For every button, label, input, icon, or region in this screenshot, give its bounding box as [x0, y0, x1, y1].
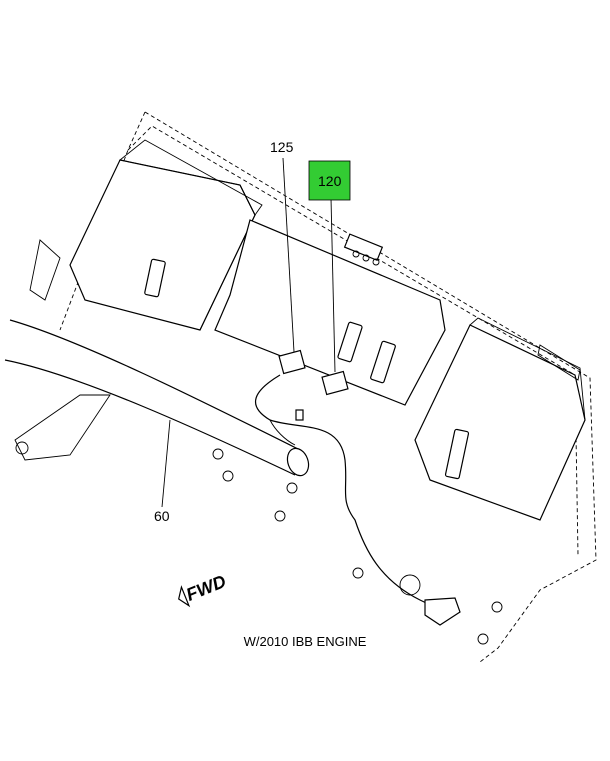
forward-direction-marker: FWD — [178, 571, 229, 608]
frame-rail — [4, 319, 310, 477]
diagram-caption: W/2010 IBB ENGINE — [243, 634, 367, 649]
leader-line-60 — [161, 419, 171, 508]
forward-arrow-icon — [178, 585, 191, 608]
forward-label: FWD — [183, 571, 228, 605]
connector-120 — [321, 370, 349, 396]
wiring-harness — [255, 374, 461, 626]
callout-125: 125 — [270, 139, 294, 155]
callout-60: 60 — [154, 508, 170, 524]
leader-line-120 — [330, 197, 336, 373]
connector-125 — [278, 349, 306, 375]
callout-120-highlight — [308, 160, 351, 201]
leader-line-125 — [282, 157, 295, 353]
left-control-module — [29, 139, 263, 331]
right-control-module — [414, 317, 586, 521]
center-connector-block — [214, 219, 446, 406]
callout-120[interactable]: 120 — [318, 173, 342, 189]
